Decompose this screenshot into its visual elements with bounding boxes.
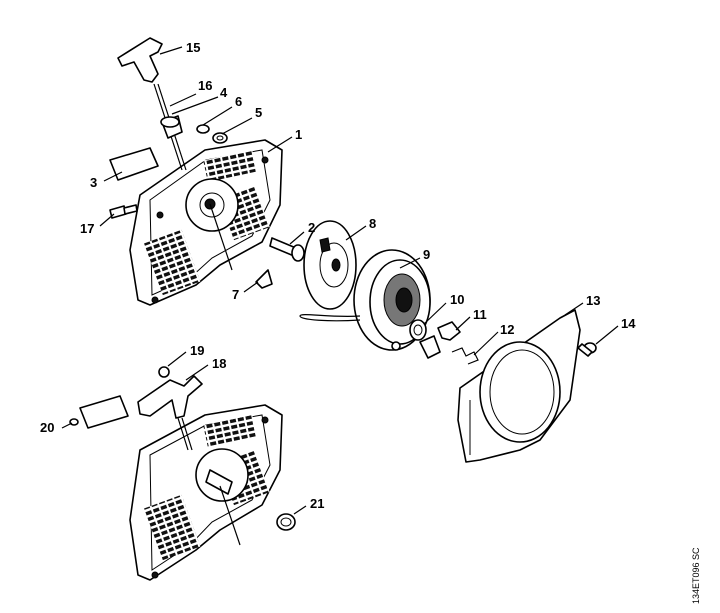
callout-1: 1 [295, 127, 302, 142]
part-19-pin [158, 366, 170, 378]
part-14-screw [577, 342, 597, 357]
part-13-fan-housing [457, 309, 581, 463]
callout-20: 20 [40, 420, 54, 435]
callout-5: 5 [255, 105, 262, 120]
callout-13: 13 [586, 293, 600, 308]
callout-labels: 15 16 4 6 5 1 3 17 2 8 9 7 10 11 12 13 1… [40, 40, 701, 604]
starter-housing-upper [129, 139, 283, 306]
part-2-spindle [269, 237, 305, 262]
callout-19: 19 [190, 343, 204, 358]
part-20-plate [79, 395, 129, 429]
part-9-rope-rotor [299, 249, 431, 351]
callout-18: 18 [212, 356, 226, 371]
part-11-pawl [419, 321, 461, 359]
part-8-spring-housing [303, 220, 357, 310]
part-6-bush [196, 124, 210, 134]
callout-15: 15 [186, 40, 200, 55]
callout-2: 2 [308, 220, 315, 235]
part-7-clip [255, 269, 273, 289]
callout-8: 8 [369, 216, 376, 231]
callout-6: 6 [235, 94, 242, 109]
callout-16: 16 [198, 78, 212, 93]
rope-guide-bush [160, 115, 183, 139]
part-5-washer [212, 132, 228, 144]
starter-grip-upper [117, 37, 187, 171]
callout-14: 14 [621, 316, 636, 331]
part-21-washer [276, 513, 296, 531]
starter-grip-lower [137, 375, 203, 451]
callout-7: 7 [232, 287, 239, 302]
callout-11: 11 [473, 307, 487, 322]
callout-17: 17 [80, 221, 94, 236]
part-3-plate [109, 147, 159, 181]
callout-21: 21 [310, 496, 324, 511]
callout-10: 10 [450, 292, 464, 307]
part-20-rivet [69, 418, 79, 426]
callout-12: 12 [500, 322, 514, 337]
part-17-screw [109, 204, 138, 219]
leader-lines [61, 46, 619, 515]
callout-9: 9 [423, 247, 430, 262]
part-10-washer [409, 319, 427, 341]
callout-3: 3 [90, 175, 97, 190]
starter-housing-lower [129, 404, 283, 581]
drawing-code: 134ET096 SC [691, 547, 701, 604]
callout-4: 4 [220, 85, 228, 100]
part-12-spring [451, 347, 479, 365]
